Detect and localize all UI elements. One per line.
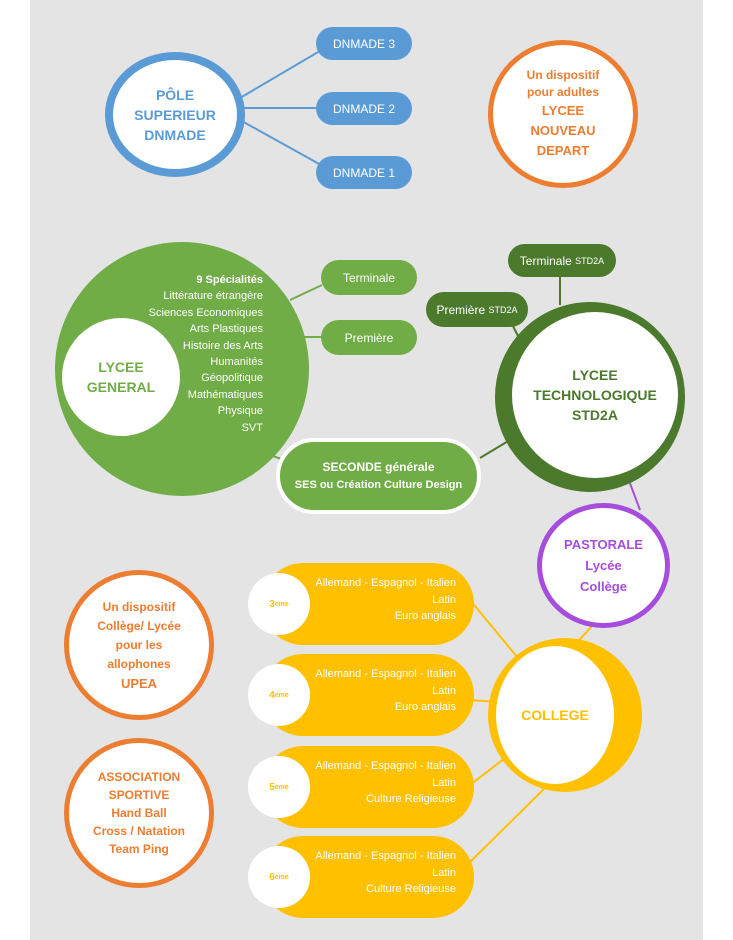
level-suffix: eme xyxy=(274,873,289,881)
specialite-item: Physique xyxy=(217,405,263,418)
upea-line-1: Un dispositif xyxy=(102,599,176,614)
lycee-nouveau-depart-circle: Un dispositif pour adultes LYCEE NOUVEAU… xyxy=(488,40,638,188)
specialite-item: Humanités xyxy=(210,356,263,369)
pastorale-line-1: PASTORALE xyxy=(564,537,643,552)
pole-superieur-line-1: PÔLE xyxy=(155,86,195,103)
level-options-3eme: Allemand - Espagnol - Italien Latin Euro… xyxy=(315,575,456,625)
level-suffix: eme xyxy=(274,600,289,608)
option-line: Euro anglais xyxy=(394,610,456,622)
option-line: Allemand - Espagnol - Italien xyxy=(315,760,456,772)
lycee-techno-line-1: LYCEE xyxy=(572,367,618,383)
option-line: Allemand - Espagnol - Italien xyxy=(315,668,456,680)
premiere-std2a-node: Première STD2A xyxy=(426,292,528,327)
pole-superieur-line-2: SUPERIEUR xyxy=(134,106,216,123)
lycee-techno-line-2: TECHNOLOGIQUE xyxy=(533,387,657,403)
dnmade-2-label: DNMADE 2 xyxy=(332,101,395,116)
specialite-item: Sciences Economiques xyxy=(148,306,263,319)
lycee-general-line-2: GENERAL xyxy=(86,379,156,395)
dnmade-1-node: DNMADE 1 xyxy=(316,156,412,189)
level-number: 4 xyxy=(269,689,275,701)
seconde-line-2: SES ou Création Culture Design xyxy=(294,479,463,491)
premiere-general-label: Première xyxy=(344,330,394,345)
pastorale-circle: PASTORALE Lycée Collège xyxy=(537,503,670,628)
lycee-general-circle: 9 Spécialités Littérature étrangère Scie… xyxy=(55,242,309,496)
lycee-techno-line-3: STD2A xyxy=(572,407,618,423)
specialites-title: 9 Spécialités xyxy=(196,274,263,286)
lycee-general-title-circle: LYCEE GENERAL xyxy=(62,318,180,436)
seconde-line-1: SECONDE générale xyxy=(322,460,435,474)
pole-superieur-dnmade-circle: PÔLE SUPERIEUR DNMADE xyxy=(105,52,245,177)
adultes-line-4: NOUVEAU xyxy=(530,123,596,138)
level-options-4eme: Allemand - Espagnol - Italien Latin Euro… xyxy=(315,666,456,716)
dnmade-2-node: DNMADE 2 xyxy=(316,92,412,125)
level-options-6eme: Allemand - Espagnol - Italien Latin Cult… xyxy=(315,848,456,898)
upea-line-3: pour les xyxy=(115,637,163,652)
specialite-item: SVT xyxy=(241,421,263,434)
premiere-general-node: Première xyxy=(321,320,417,355)
lycee-general-line-1: LYCEE xyxy=(98,359,144,375)
adultes-line-2: pour adultes xyxy=(526,85,599,99)
option-line: Latin xyxy=(432,776,456,789)
specialites-list: 9 Spécialités Littérature étrangère Scie… xyxy=(149,272,263,436)
option-line: Latin xyxy=(432,866,456,879)
dnmade-1-label: DNMADE 1 xyxy=(332,165,395,180)
terminale-std2a-suffix: STD2A xyxy=(575,255,605,266)
college-circle: COLLEGE xyxy=(496,646,614,784)
association-line-3: Hand Ball xyxy=(111,806,167,820)
option-line: Allemand - Espagnol - Italien xyxy=(315,850,456,862)
level-options-5eme: Allemand - Espagnol - Italien Latin Cult… xyxy=(315,758,456,808)
level-number: 6 xyxy=(269,871,275,883)
seconde-generale-node: SECONDE générale SES ou Création Culture… xyxy=(276,438,481,514)
association-line-5: Team Ping xyxy=(109,842,169,856)
specialite-item: Histoire des Arts xyxy=(182,339,263,352)
association-line-4: Cross / Natation xyxy=(92,824,185,838)
premiere-std2a-label: Première xyxy=(436,302,486,317)
upea-line-5: UPEA xyxy=(120,675,158,691)
college-title: COLLEGE xyxy=(521,707,589,723)
association-line-2: SPORTIVE xyxy=(108,788,170,802)
option-line: Culture Religieuse xyxy=(366,793,456,805)
terminale-general-label: Terminale xyxy=(342,270,396,285)
association-line-1: ASSOCIATION xyxy=(97,770,181,784)
option-line: Latin xyxy=(432,593,456,606)
level-number: 5 xyxy=(269,781,275,793)
upea-line-2: Collège/ Lycée xyxy=(97,618,181,633)
specialite-item: Mathématiques xyxy=(187,388,263,401)
option-line: Allemand - Espagnol - Italien xyxy=(315,577,456,589)
pole-superieur-line-3: DNMADE xyxy=(144,126,206,143)
pastorale-line-3: Collège xyxy=(580,579,627,594)
option-line: Euro anglais xyxy=(394,701,456,713)
adultes-line-5: DEPART xyxy=(536,143,590,158)
terminale-std2a-node: Terminale STD2A xyxy=(508,244,616,277)
option-line: Latin xyxy=(432,684,456,697)
specialite-item: Arts Plastiques xyxy=(189,323,263,336)
upea-circle: Un dispositif Collège/ Lycée pour les al… xyxy=(64,570,214,720)
association-sportive-circle: ASSOCIATION SPORTIVE Hand Ball Cross / N… xyxy=(64,738,214,888)
terminale-std2a-label: Terminale xyxy=(519,253,572,268)
terminale-general-node: Terminale xyxy=(321,260,417,295)
dnmade-3-node: DNMADE 3 xyxy=(316,27,412,60)
lycee-technologique-circle: LYCEE TECHNOLOGIQUE STD2A xyxy=(512,312,678,478)
pastorale-line-2: Lycée xyxy=(585,558,622,573)
specialite-item: Littérature étrangère xyxy=(163,290,263,303)
level-suffix: eme xyxy=(274,783,289,791)
specialite-item: Géopolitique xyxy=(201,372,263,385)
adultes-line-3: LYCEE xyxy=(541,103,585,118)
option-line: Culture Religieuse xyxy=(366,883,456,895)
level-number: 3 xyxy=(269,598,275,610)
level-suffix: eme xyxy=(274,691,289,699)
dnmade-3-label: DNMADE 3 xyxy=(332,36,395,51)
premiere-std2a-suffix: STD2A xyxy=(488,304,518,315)
upea-line-4: allophones xyxy=(107,656,171,671)
adultes-line-1: Un dispositif xyxy=(526,68,600,82)
